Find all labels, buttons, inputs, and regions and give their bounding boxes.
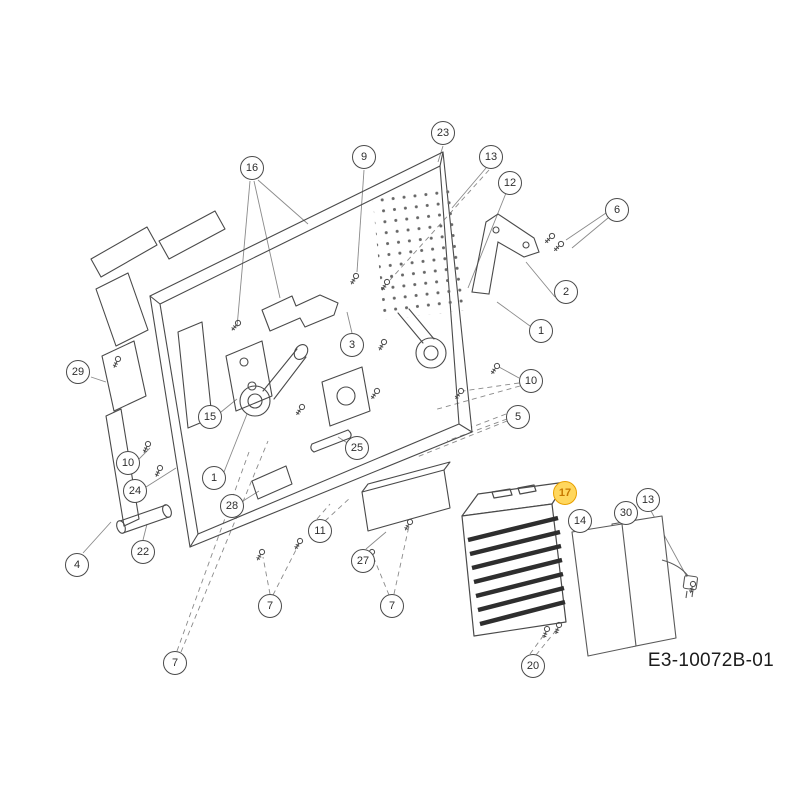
callout-balloon-12[interactable]: 12	[498, 171, 522, 195]
callout-balloon-5[interactable]: 5	[506, 405, 530, 429]
callout-balloon-23[interactable]: 23	[431, 121, 455, 145]
callout-balloon-9[interactable]: 9	[352, 145, 376, 169]
callout-balloon-7[interactable]: 7	[163, 651, 187, 675]
callout-balloon-3[interactable]: 3	[340, 333, 364, 357]
callout-balloon-30[interactable]: 30	[614, 501, 638, 525]
callout-balloon-2[interactable]: 2	[554, 280, 578, 304]
callout-balloon-20[interactable]: 20	[521, 654, 545, 678]
callout-balloon-17[interactable]: 17	[553, 481, 577, 505]
frame-panel	[90, 151, 473, 548]
callout-balloon-14[interactable]: 14	[568, 509, 592, 533]
louvered-box	[461, 481, 567, 637]
callout-balloon-16[interactable]: 16	[240, 156, 264, 180]
callout-balloon-24[interactable]: 24	[123, 479, 147, 503]
callout-balloon-7[interactable]: 7	[258, 594, 282, 618]
callout-balloon-28[interactable]: 28	[220, 494, 244, 518]
flat-panels	[571, 515, 699, 657]
callout-balloon-1[interactable]: 1	[529, 319, 553, 343]
callout-balloon-27[interactable]: 27	[351, 549, 375, 573]
callout-balloon-25[interactable]: 25	[345, 436, 369, 460]
callout-balloon-22[interactable]: 22	[131, 540, 155, 564]
callout-balloon-13[interactable]: 13	[636, 488, 660, 512]
callout-balloon-10[interactable]: 10	[519, 369, 543, 393]
callout-balloon-13[interactable]: 13	[479, 145, 503, 169]
diagram-code: E3-10072B-01	[647, 650, 774, 671]
callout-balloon-4[interactable]: 4	[65, 553, 89, 577]
perforated-panel	[372, 182, 468, 320]
callout-balloon-10[interactable]: 10	[116, 451, 140, 475]
callout-balloon-11[interactable]: 11	[308, 519, 332, 543]
callout-balloon-6[interactable]: 6	[605, 198, 629, 222]
callout-balloon-29[interactable]: 29	[66, 360, 90, 384]
support-bracket	[471, 213, 540, 295]
callout-balloon-15[interactable]: 15	[198, 405, 222, 429]
callout-balloon-7[interactable]: 7	[380, 594, 404, 618]
callout-balloon-1[interactable]: 1	[202, 466, 226, 490]
